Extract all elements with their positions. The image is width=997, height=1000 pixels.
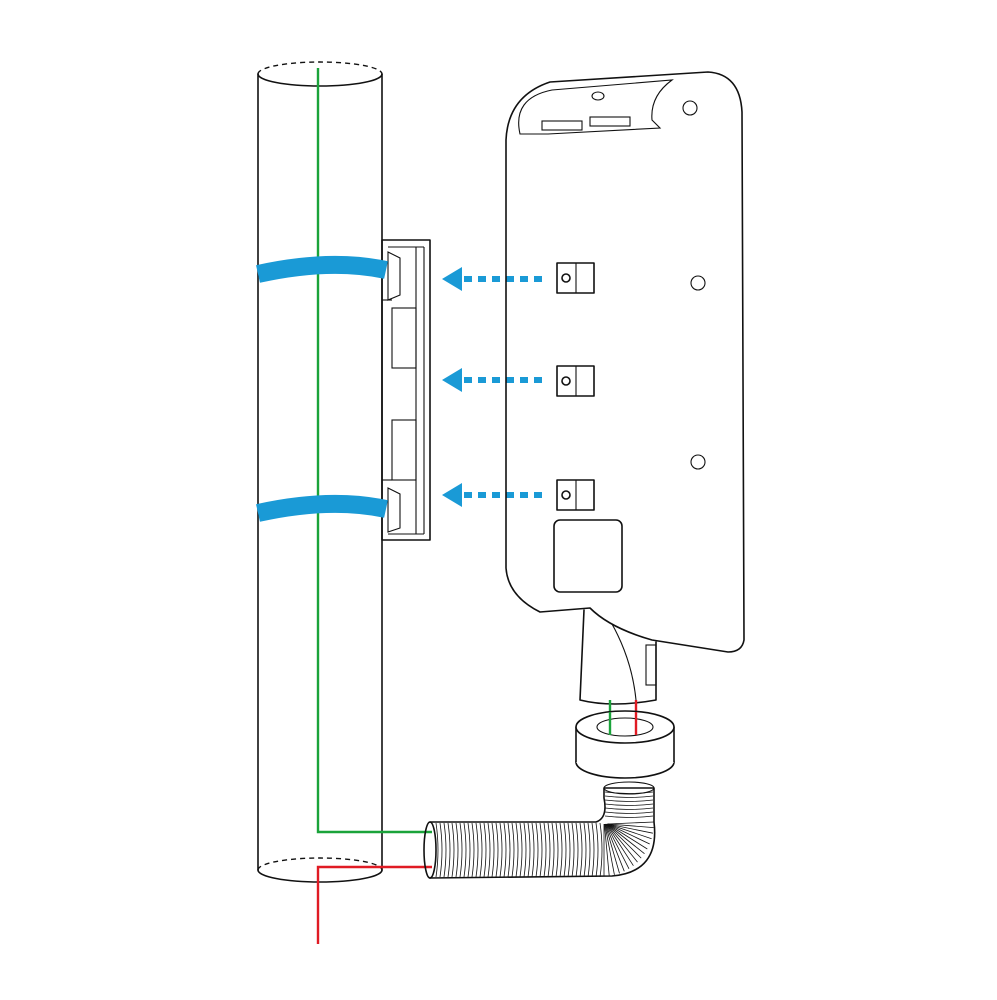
conduit-ridge [551,822,555,878]
mounting-lug-2 [556,365,595,397]
conduit-ridge [604,815,654,818]
conduit-ridge [607,823,648,850]
mounting-bracket [381,239,431,541]
conduit-ridge [555,822,559,878]
conduit-ridge [467,822,471,878]
conduit-ridge [459,822,463,878]
conduit-ridge [606,823,638,863]
conduit-ridge [575,822,579,878]
conduit-ridge [527,822,531,878]
conduit-ridge [571,822,575,878]
conduit-ridge [595,822,599,878]
cable-gland-nut [575,710,675,779]
conduit-ridge [604,823,620,874]
conduit-ridge [539,822,543,878]
conduit-ridge [599,822,603,878]
conduit-ridge [607,823,654,828]
conduit-ridge [606,823,642,859]
live-wire [316,865,432,944]
conduit-ridge [604,803,654,806]
pole-strap-upper [256,255,388,283]
dotted-arrow-left-icon [442,483,462,507]
conduit-ridge [604,807,654,810]
conduit-ridge [587,822,591,878]
conduit-ridge [547,822,551,878]
pole-strap-lower [256,494,388,522]
conduit-ridge [475,822,479,878]
conduit-ridge [605,823,630,869]
conduit-ridge [591,822,595,878]
conduit-ridge [607,823,650,845]
mount-direction-arrow-2 [442,368,542,392]
conduit-ridge [495,822,499,878]
conduit-ridge [559,822,563,878]
conduit-ridge [463,822,467,878]
conduit-ridge [447,822,451,878]
conduit-ridge [607,823,652,840]
conduit-ridge [531,822,535,878]
conduit-ridge [439,822,443,878]
pole [257,61,383,883]
conduit-ridge [604,823,615,875]
conduit-ridge [479,822,483,878]
conduit-ridge [451,822,455,878]
conduit-ridge [606,823,645,855]
conduit-ridge [471,822,475,878]
conduit-ridge [579,822,583,878]
conduit-ridge [607,823,653,834]
conduit-ridge [491,822,495,878]
conduit-ridge [507,822,511,878]
conduit-ridge [511,822,515,878]
conduit-ridge [604,823,610,876]
conduit-ridge [604,795,654,798]
mount-direction-arrow-1 [442,267,542,291]
conduit-ridge [563,822,567,878]
conduit-ridge [487,822,491,878]
conduit-ridge [567,822,571,878]
conduit-ridge [515,822,519,878]
conduit-ridge [604,811,654,814]
conduit-ridge [435,822,439,878]
dotted-arrow-left-icon [442,267,462,291]
conduit-ridge [483,822,487,878]
conduit-ridge [583,822,587,878]
conduit-ridge [443,822,447,878]
conduit-ridge [503,822,507,878]
conduit-ridge [606,823,634,866]
conduit-ridge [605,823,625,872]
conduit-ridge [455,822,459,878]
conduit-ridge [519,822,523,878]
conduit-ridge [543,822,547,878]
conduit-corrugation [435,791,655,878]
mount-direction-arrow-3 [442,483,542,507]
conduit-ridge [523,822,527,878]
conduit-ridge [535,822,539,878]
mounting-lug-1 [556,262,595,294]
conduit-ridge [604,791,654,794]
conduit-ridge [499,822,503,878]
conduit-ridge [604,799,654,802]
dotted-arrow-left-icon [442,368,462,392]
mounting-lug-3 [556,479,595,511]
flexible-conduit [423,781,656,879]
device-housing [505,71,745,653]
ground-wire [316,68,432,834]
cable-outlet-sleeve [579,609,657,705]
conduit-ridge [607,821,655,825]
